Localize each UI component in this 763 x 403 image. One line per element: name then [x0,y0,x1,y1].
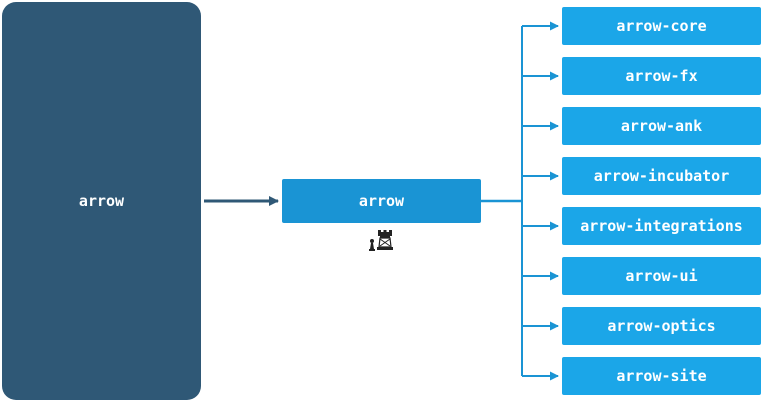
module-node: arrow-fx [562,57,761,95]
module-node: arrow-optics [562,307,761,345]
module-node: arrow-incubator [562,157,761,195]
module-node-label: arrow-core [616,17,707,35]
hub-node: arrow [282,179,481,223]
module-node-label: arrow-integrations [580,217,743,235]
module-node-label: arrow-fx [625,67,698,85]
module-node: arrow-core [562,7,761,45]
root-node: arrow [2,2,201,400]
module-node-label: arrow-site [616,367,707,385]
root-node-label: arrow [78,192,125,210]
module-node: arrow-ui [562,257,761,295]
chess-pieces-icon [367,230,397,252]
module-node-label: arrow-optics [607,317,716,335]
module-node: arrow-integrations [562,207,761,245]
module-node: arrow-ank [562,107,761,145]
module-node: arrow-site [562,357,761,395]
hub-node-label: arrow [358,192,405,210]
module-node-label: arrow-ank [620,117,703,135]
module-node-label: arrow-ui [625,267,698,285]
module-node-label: arrow-incubator [593,167,730,185]
